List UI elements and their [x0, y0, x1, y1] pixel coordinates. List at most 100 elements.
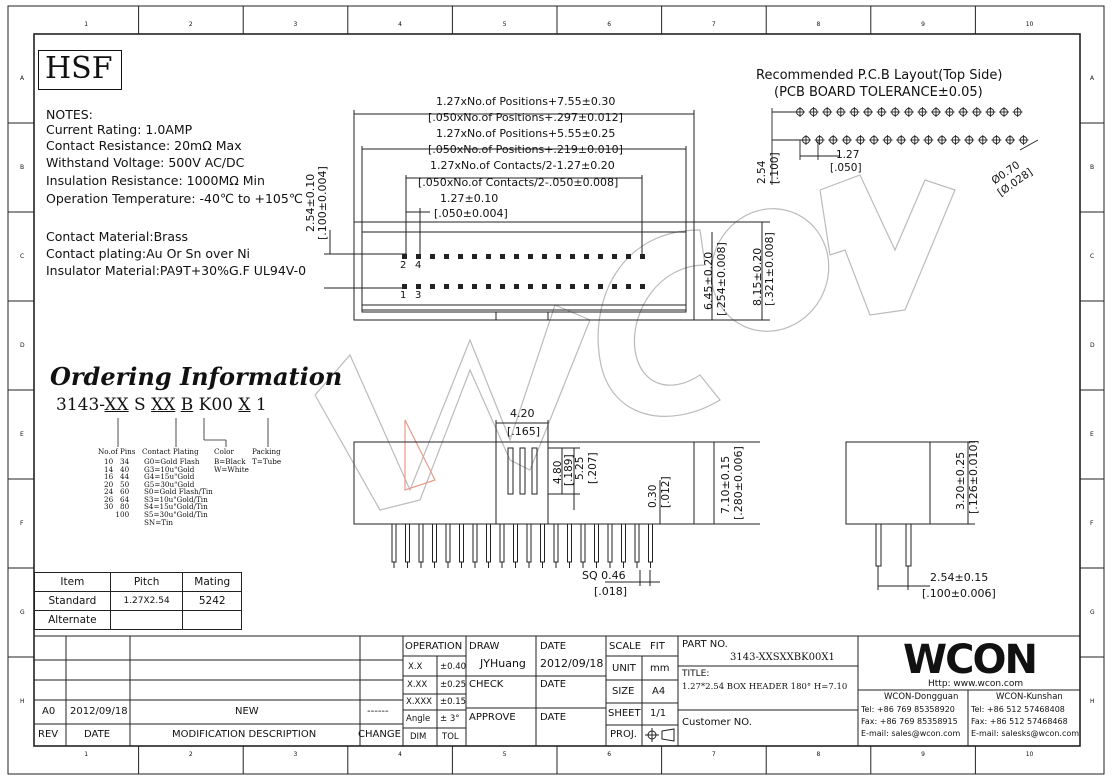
zone-row-label: B [20, 163, 25, 171]
tol-value: ±0.25 [440, 680, 467, 690]
pin-pad [514, 254, 519, 259]
zone-col-label: 6 [607, 21, 612, 28]
unit-value: mm [650, 663, 670, 674]
dim-label: 1.27xNo.of Positions+7.55±0.30 [436, 95, 616, 108]
dim-label: [.100±0.006] [922, 587, 996, 600]
title-value: 1.27*2.54 BOX HEADER 180° H=7.10 [682, 682, 848, 692]
pin-pad [402, 284, 407, 289]
code-part: S [128, 395, 152, 415]
tol-dim: X.XXX [406, 697, 432, 707]
zone-row-label: G [20, 608, 25, 616]
pin-leg [391, 523, 397, 563]
pin-leg [648, 523, 653, 563]
dim-label: 1.27xNo.of Contacts/2-1.27±0.20 [430, 159, 615, 172]
dim-label: 2.54 [756, 160, 768, 184]
zone-col-label: 1 [84, 751, 89, 758]
packing-list: T=Tube [252, 457, 282, 466]
office-fax: Fax: +86 512 57468468 [971, 717, 1068, 726]
title-label: TITLE: [682, 669, 710, 679]
zone-col-label: 4 [398, 751, 402, 758]
zone-row-label: E [20, 430, 24, 438]
scale-label: SCALE [609, 641, 642, 652]
dim-label: 2.54±0.15 [930, 571, 989, 584]
pin-pad [514, 284, 519, 289]
zone-col-label: 3 [293, 21, 298, 28]
pin-pad [486, 284, 491, 289]
pin-pad [584, 254, 589, 259]
pin-pad [486, 254, 491, 259]
zone-row-label: F [20, 519, 24, 527]
pin-number: 3 [415, 290, 422, 301]
zone-row-label: E [1090, 430, 1094, 438]
pin-pad [598, 254, 603, 259]
partno-value: 3143-XXSXXBK00X1 [730, 652, 835, 663]
proj-label: PROJ. [610, 729, 637, 740]
tol-dim: DIM [410, 732, 427, 742]
zone-row-label: A [1090, 74, 1095, 82]
dim-label: [.050xNo.of Positions+.219±0.010] [428, 143, 623, 156]
dim-label: 4.80 [552, 460, 564, 484]
pin-leg [513, 523, 518, 563]
pin-leg [621, 523, 626, 563]
office-fax: Fax: +86 769 85358915 [861, 717, 958, 726]
table-cell [109, 610, 184, 630]
pin-leg [405, 523, 410, 563]
dim-label: [.050xNo.of Positions+.297±0.012] [428, 111, 623, 124]
office-name: WCON-Kunshan [996, 692, 1063, 702]
rev-description: NEW [235, 706, 259, 717]
pins-title: No.of Pins [98, 447, 136, 456]
table-cell: Standard [34, 591, 111, 611]
pin-contact [519, 447, 526, 495]
pin-leg [634, 523, 640, 563]
pin-leg [567, 523, 572, 563]
draw-label: DRAW [469, 641, 500, 652]
dim-label: [.050] [830, 162, 862, 174]
pin-pad [570, 254, 575, 259]
pitch-table: Item Pitch Mating Standard 1.27X2.54 524… [34, 572, 242, 630]
pin-number: 2 [400, 260, 407, 271]
zone-col-label: 7 [711, 21, 716, 28]
code-part: 1 [250, 395, 267, 415]
pin-leg [432, 523, 437, 563]
pin-pad [626, 284, 631, 289]
pin-number: 4 [415, 260, 422, 271]
rev-code: A0 [42, 706, 56, 717]
pin-pad [626, 254, 631, 259]
table-header: Pitch [109, 572, 184, 592]
pin-pad [500, 254, 505, 259]
customer-label: Customer NO. [682, 717, 752, 728]
material-line: Insulator Material:PA9T+30%G.F UL94V-0 [46, 263, 307, 278]
packing-title: Packing [252, 447, 281, 456]
pin-pad [416, 254, 421, 259]
note-line: Withstand Voltage: 500V AC/DC [46, 155, 245, 170]
color-title: Color [214, 447, 234, 456]
office-tel: Tel: +86 512 57468408 [971, 705, 1065, 714]
pin-contact [531, 447, 538, 495]
office-mail: E-mail: salesks@wcon.com [971, 729, 1080, 738]
dim-label: 1.27±0.10 [440, 192, 499, 205]
pin-pad [584, 284, 589, 289]
pin-pad [640, 284, 645, 289]
pin-leg [540, 523, 545, 563]
dim-label: 6.45±0.20 [702, 251, 715, 310]
note-line: Current Rating: 1.0AMP [46, 122, 193, 137]
pin-pad [542, 284, 547, 289]
pin-pad [542, 254, 547, 259]
office-tel: Tel: +86 769 85358920 [861, 705, 955, 714]
table-cell: 5242 [182, 591, 242, 611]
tol-value: ±0.15 [440, 697, 467, 707]
front-view [353, 420, 760, 586]
zone-row-label: D [20, 341, 25, 349]
dim-label: 1.27 [836, 149, 860, 161]
tol-value: ± 3° [440, 714, 460, 724]
dim-label: [.165] [507, 425, 541, 438]
zone-row-label: F [1090, 519, 1094, 527]
zone-col-label: 10 [1025, 751, 1034, 758]
code-part: 3143- [56, 395, 105, 415]
ordering-code: 3143-XX S XX B K00 X 1 [56, 395, 267, 415]
zone-col-label: 9 [921, 751, 925, 758]
dim-label: [.050±0.004] [434, 207, 508, 220]
dim-label: [.189] [563, 454, 575, 486]
zone-col-label: 10 [1025, 21, 1034, 28]
